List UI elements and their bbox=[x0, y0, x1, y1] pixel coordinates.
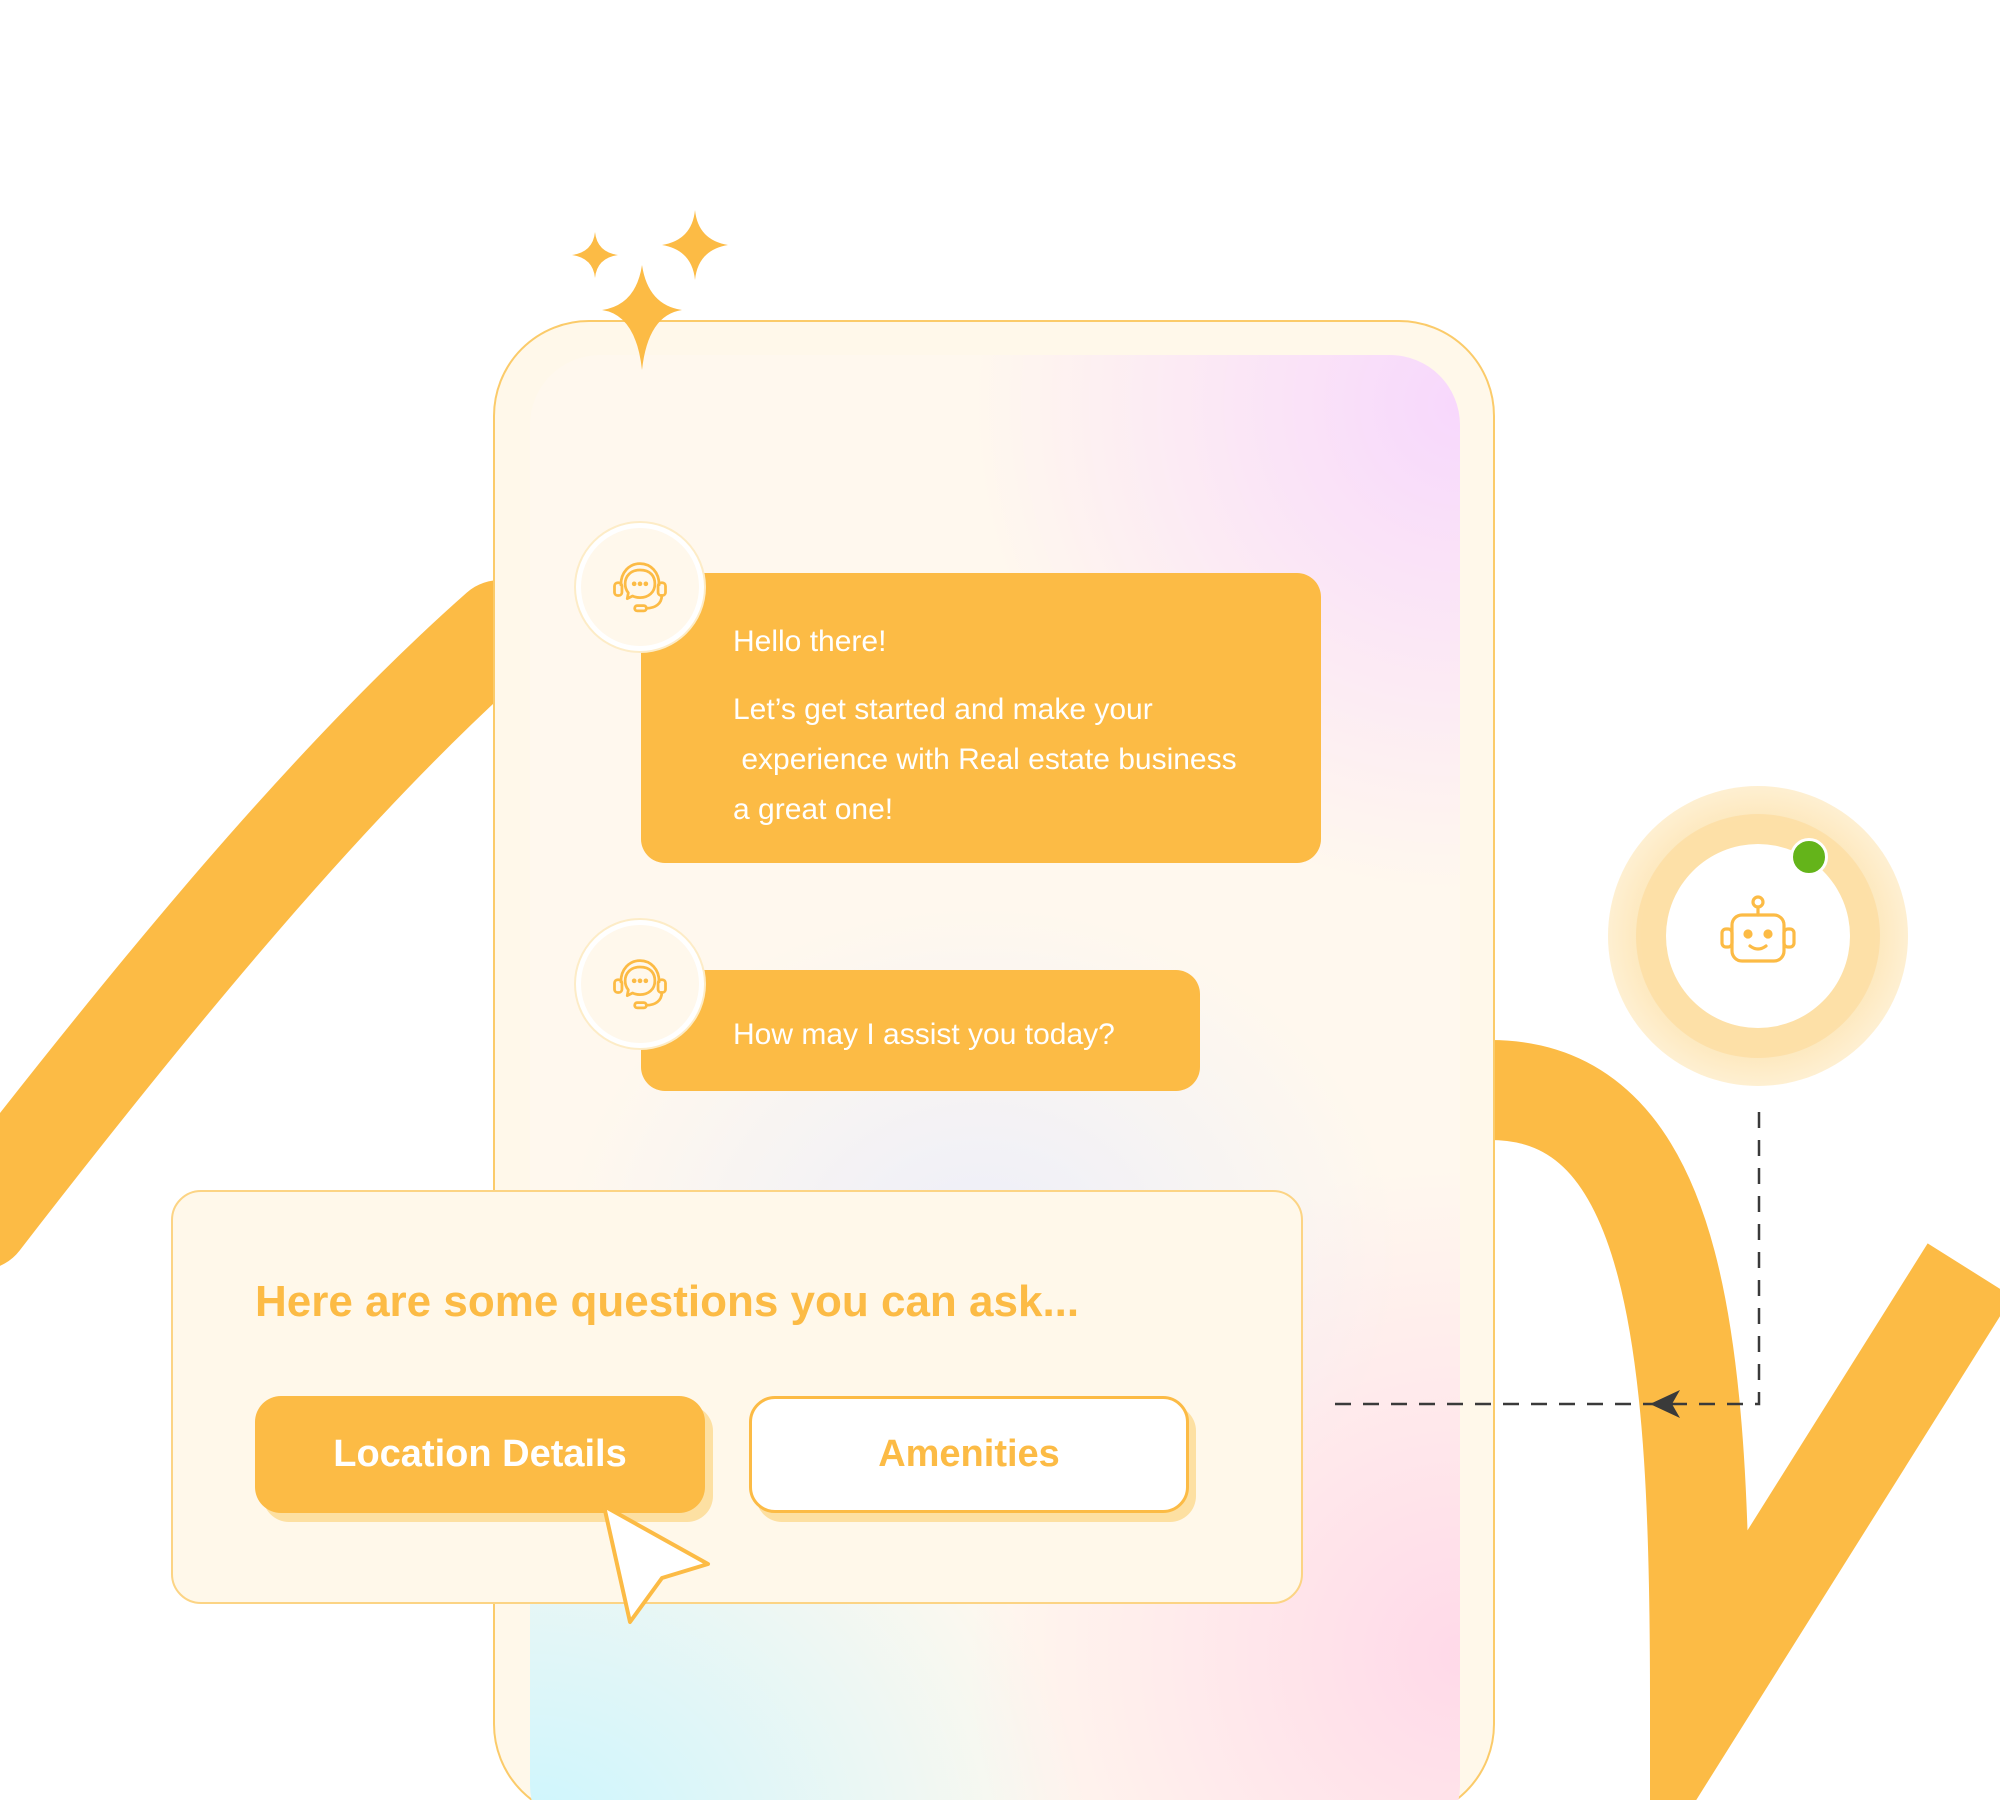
message-line: a great one! bbox=[733, 793, 894, 826]
message-line: experience with Real estate business bbox=[733, 743, 1237, 776]
location-details-button[interactable]: Location Details bbox=[255, 1396, 705, 1513]
chatbot-core[interactable] bbox=[1666, 844, 1850, 1028]
agent-avatar bbox=[576, 523, 704, 651]
robot-icon bbox=[1720, 895, 1796, 963]
headset-chat-icon bbox=[613, 562, 667, 613]
assist-text: How may I assist you today? bbox=[733, 1018, 1115, 1051]
sparkle-stars-icon bbox=[572, 210, 728, 370]
suggested-questions-panel: Here are some questions you can ask... L… bbox=[171, 1190, 1303, 1604]
pointer-cursor-icon bbox=[602, 1504, 710, 1624]
headset-chat-icon bbox=[613, 959, 667, 1010]
amenities-button[interactable]: Amenities bbox=[749, 1396, 1189, 1513]
chat-bubble-assist: How may I assist you today? bbox=[641, 970, 1200, 1091]
greeting-text: Hello there! bbox=[733, 625, 887, 658]
online-status-indicator bbox=[1790, 838, 1828, 876]
message-line: Let’s get started and make your bbox=[733, 693, 1153, 726]
chat-bubble-greeting: Hello there! Let’s get started and make … bbox=[641, 573, 1321, 863]
chatbot-launcher[interactable] bbox=[1608, 786, 1908, 1086]
agent-avatar bbox=[576, 920, 704, 1048]
questions-title: Here are some questions you can ask... bbox=[255, 1277, 1080, 1326]
